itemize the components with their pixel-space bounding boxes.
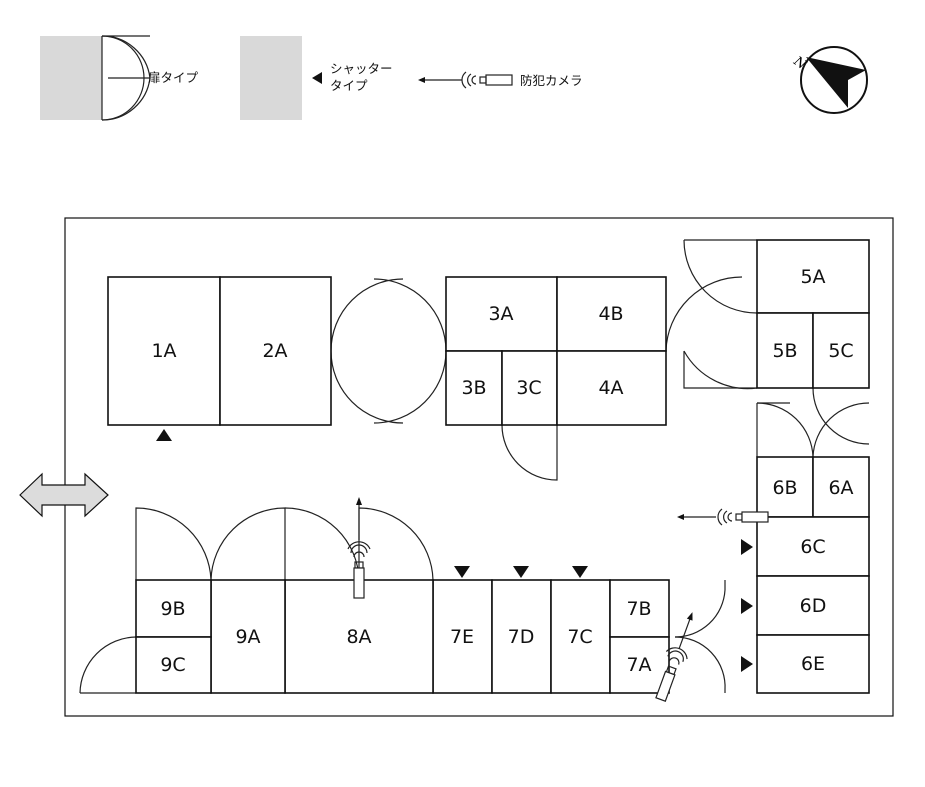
shutter-marker-icon bbox=[741, 598, 753, 614]
room-6B bbox=[756, 456, 814, 518]
legend-camera-icon bbox=[418, 71, 513, 89]
legend-shutter-swatch bbox=[240, 36, 302, 120]
room-2A bbox=[219, 276, 332, 426]
legend-door-label: 扉タイプ bbox=[148, 70, 199, 85]
room-label-9A: 9A bbox=[235, 626, 260, 648]
room-labels: 1A 2A 3A 4B 3B 3C 4A 5A 5B 5C 6B 6A 6C 6… bbox=[151, 266, 853, 676]
legend-shutter-marker-icon bbox=[312, 72, 322, 84]
legend-door-swatch bbox=[40, 36, 102, 120]
room-7E bbox=[432, 579, 493, 694]
entrance-double-arrow-icon bbox=[19, 472, 109, 518]
legend: 扉タイプ シャッター タイプ 防犯カメラ bbox=[40, 35, 583, 121]
room-label-5C: 5C bbox=[828, 340, 853, 362]
room-label-4A: 4A bbox=[598, 377, 623, 399]
security-camera-icon bbox=[677, 508, 769, 526]
room-9C bbox=[135, 636, 212, 694]
room-9A bbox=[210, 579, 286, 694]
security-camera-icon bbox=[347, 497, 371, 599]
shutter-marker-icon bbox=[513, 566, 529, 578]
room-label-6C: 6C bbox=[800, 536, 825, 558]
room-4A bbox=[556, 350, 667, 426]
room-label-7D: 7D bbox=[508, 626, 535, 648]
room-label-5B: 5B bbox=[772, 340, 797, 362]
room-label-7A: 7A bbox=[626, 654, 651, 676]
room-7A bbox=[609, 636, 670, 694]
shutter-marker-icon bbox=[741, 539, 753, 555]
shutter-marker-icon bbox=[572, 566, 588, 578]
room-label-9C: 9C bbox=[160, 654, 185, 676]
room-4B bbox=[556, 276, 667, 352]
legend-shutter-label-line1: シャッター bbox=[330, 61, 393, 76]
room-6A bbox=[812, 456, 870, 518]
legend-shutter-label-line2: タイプ bbox=[330, 78, 368, 93]
rooms bbox=[107, 239, 870, 694]
room-label-3C: 3C bbox=[516, 377, 541, 399]
room-7C bbox=[550, 579, 611, 694]
room-label-7C: 7C bbox=[567, 626, 592, 648]
shutter-markers bbox=[156, 429, 753, 672]
room-label-1A: 1A bbox=[151, 340, 176, 362]
room-label-8A: 8A bbox=[346, 626, 371, 648]
legend-door-arc bbox=[101, 35, 151, 121]
room-5C bbox=[812, 312, 870, 389]
room-7D bbox=[491, 579, 552, 694]
room-label-9B: 9B bbox=[160, 598, 185, 620]
room-label-4B: 4B bbox=[598, 303, 623, 325]
site-boundary bbox=[64, 217, 894, 717]
security-camera-icon bbox=[655, 612, 693, 702]
door-swings bbox=[79, 239, 870, 694]
room-label-6D: 6D bbox=[800, 595, 827, 617]
shutter-marker-icon bbox=[454, 566, 470, 578]
room-label-6A: 6A bbox=[828, 477, 853, 499]
room-label-2A: 2A bbox=[262, 340, 287, 362]
room-label-6E: 6E bbox=[801, 653, 825, 675]
legend-camera-label: 防犯カメラ bbox=[520, 73, 583, 88]
room-6C bbox=[756, 516, 870, 577]
room-label-5A: 5A bbox=[800, 266, 825, 288]
room-label-6B: 6B bbox=[772, 477, 797, 499]
room-label-3A: 3A bbox=[488, 303, 513, 325]
room-label-3B: 3B bbox=[461, 377, 486, 399]
room-label-7B: 7B bbox=[626, 598, 651, 620]
room-label-7E: 7E bbox=[450, 626, 474, 648]
room-3B bbox=[445, 350, 503, 426]
shutter-marker-icon bbox=[741, 656, 753, 672]
shutter-marker-icon bbox=[156, 429, 172, 441]
compass-icon: N bbox=[790, 46, 868, 114]
room-5A bbox=[756, 239, 870, 314]
room-6E bbox=[756, 634, 870, 694]
